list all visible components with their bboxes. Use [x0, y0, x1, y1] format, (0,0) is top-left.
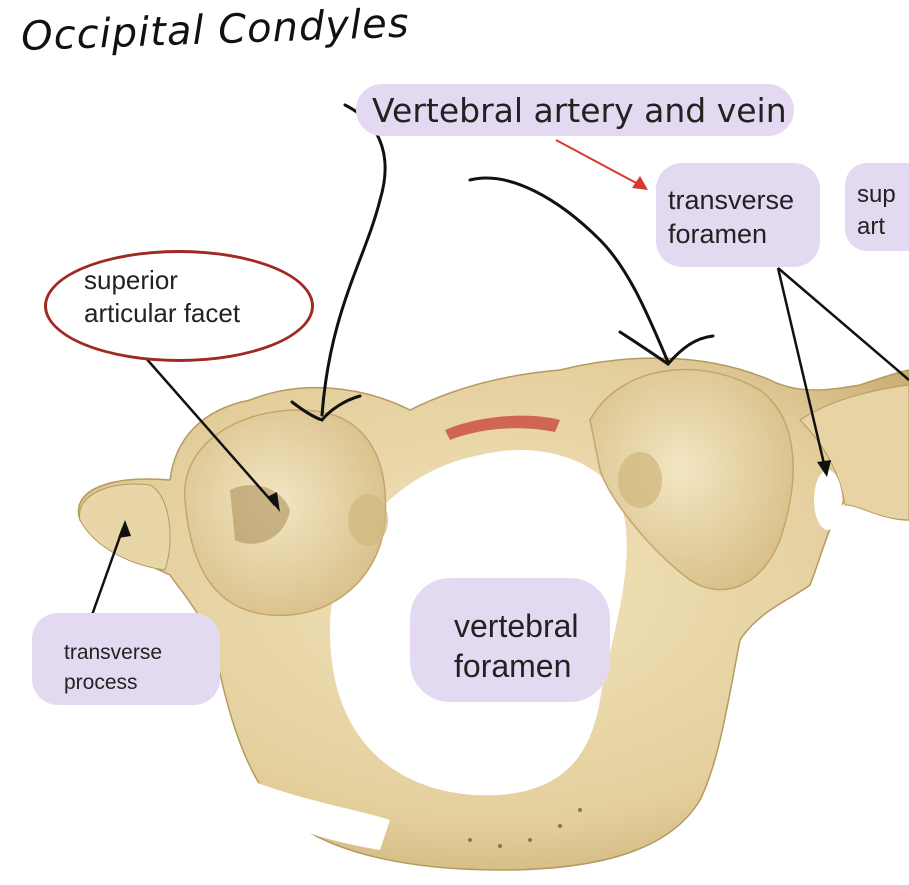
- circle-superior-articular-facet: [44, 250, 314, 362]
- label-arrows: [90, 267, 909, 616]
- label-transverse-process: transverse process: [32, 613, 220, 705]
- label-superior-articular-facet-l2: articular facet: [84, 298, 241, 328]
- label-vertebral-foramen: vertebral foramen: [410, 578, 610, 702]
- right-facet: [589, 368, 794, 591]
- red-arrow: [555, 139, 648, 190]
- label-vertebral-artery-vein: Vertebral artery and vein: [356, 84, 794, 136]
- label-transverse-foramen: transverse foramen: [656, 163, 820, 267]
- label-superior-articular-facet-l1: superior: [84, 265, 178, 295]
- label-superior-articular-partial: sup art: [845, 163, 909, 251]
